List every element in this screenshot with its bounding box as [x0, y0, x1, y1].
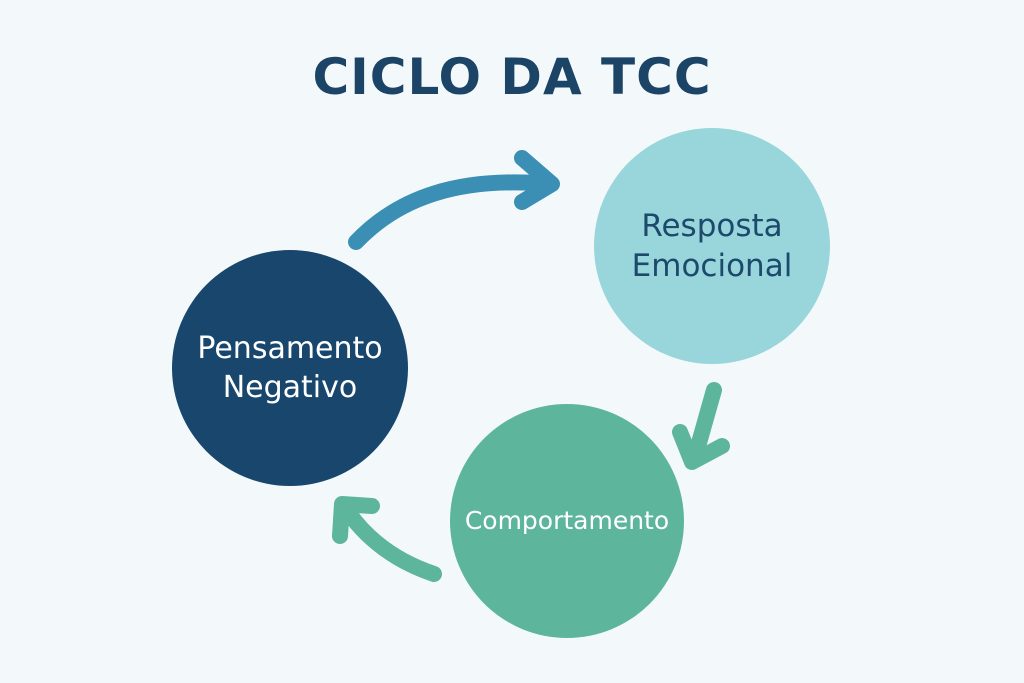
- arrow-behavior-to-thought: [332, 496, 442, 582]
- node-label-line: Pensamento: [197, 331, 383, 366]
- node-label-line: Resposta: [641, 207, 783, 244]
- node-label: Pensamento Negativo: [197, 329, 382, 407]
- node-label-line: Negativo: [222, 370, 358, 405]
- arrow-head-icon: [514, 150, 560, 210]
- node-negative-thought: Pensamento Negativo: [172, 250, 408, 486]
- node-label: Comportamento: [465, 505, 669, 538]
- node-emotional-response: Resposta Emocional: [594, 128, 830, 364]
- arrow-shaft: [348, 174, 558, 250]
- node-label: Resposta Emocional: [632, 206, 793, 287]
- node-label-line: Emocional: [631, 248, 793, 284]
- arrow-thought-to-emotion: [348, 150, 560, 250]
- diagram-title: CICLO DA TCC: [312, 48, 712, 106]
- arrow-head-icon: [332, 496, 380, 544]
- arrow-shaft: [336, 498, 442, 582]
- node-label-line: Comportamento: [464, 505, 670, 535]
- arrow-emotion-to-behavior: [672, 382, 730, 470]
- arrow-head-icon: [672, 424, 730, 470]
- node-behavior: Comportamento: [450, 404, 684, 638]
